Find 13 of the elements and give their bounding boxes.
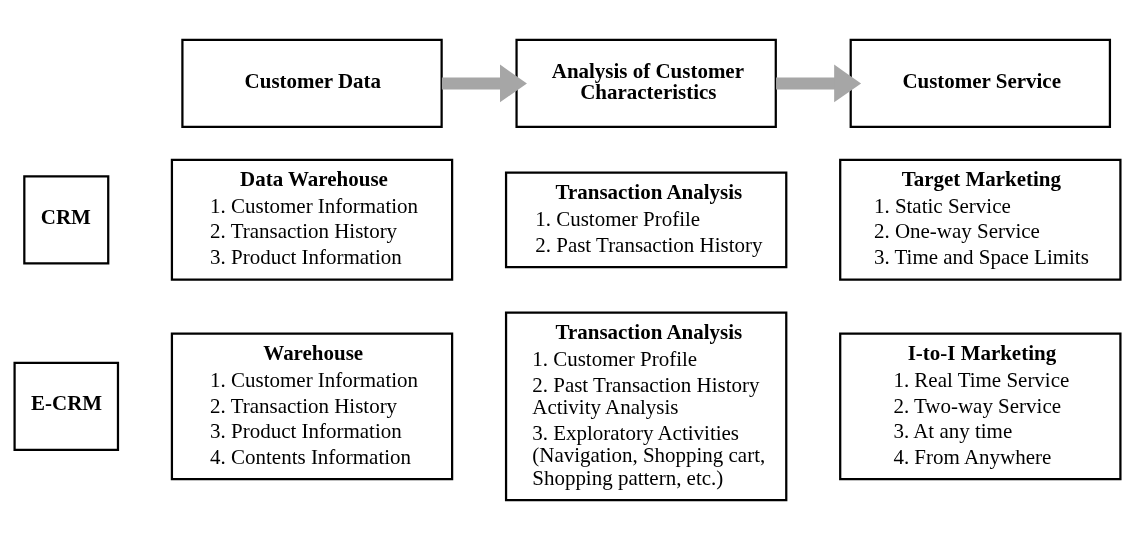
node-box: I-to-I Marketing 1. Real Time Service 2. Two-way Service 3. At any time 4. From Anywhere — [839, 332, 1122, 480]
node-box: Customer Service — [849, 38, 1112, 128]
node-box: Customer Data — [181, 38, 443, 128]
node-box: Warehouse 1. Customer Information 2. Transaction History 3. Product Information 4. Contents Information — [170, 332, 454, 480]
node-box: Transaction Analysis 1. Customer Profile 2. Past Transaction History Activity Analysis 3. Exploratory Activities (Navigation, Shopping cart, Shopping pattern, etc.) — [504, 311, 788, 501]
node-box: CRM — [23, 174, 110, 264]
node-box: Data Warehouse 1. Customer Information 2. Transaction History 3. Product Information — [170, 158, 454, 281]
arrow — [441, 64, 527, 102]
node-box: Target Marketing 1. Static Service 2. One-way Service 3. Time and Space Limits — [839, 158, 1122, 281]
node-box: Transaction Analysis 1. Customer Profile 2. Past Transaction History — [504, 170, 788, 268]
node-box: E-CRM — [13, 361, 120, 451]
arrow — [776, 64, 862, 102]
node-box: Analysis of Customer Characteristics — [515, 38, 777, 128]
